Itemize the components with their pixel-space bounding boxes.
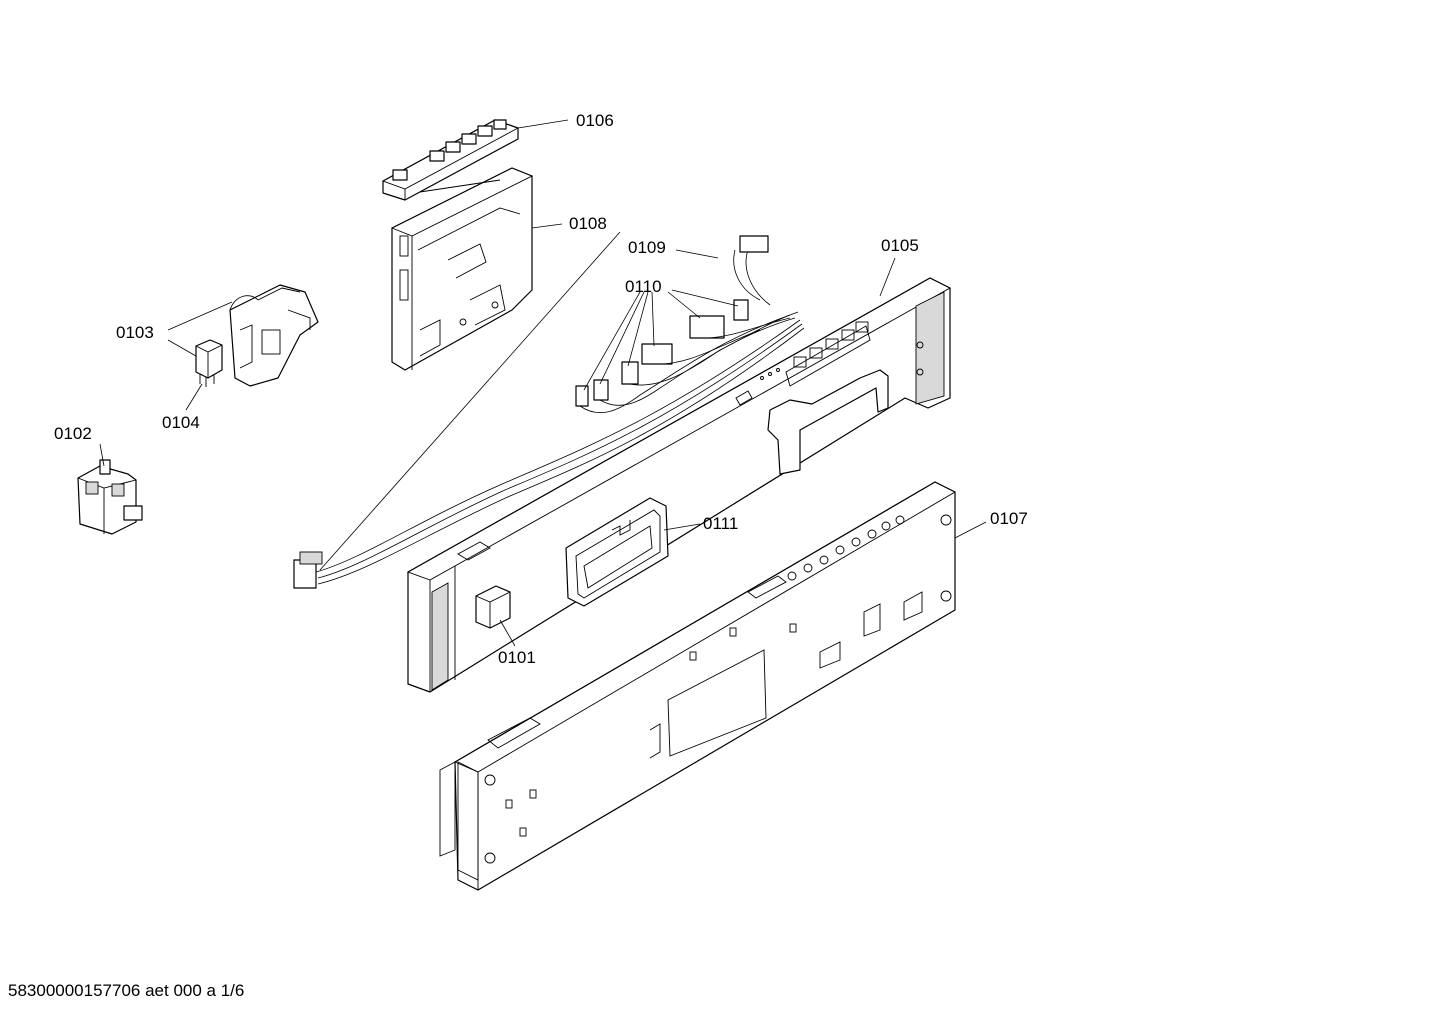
part-0104-relay [195, 339, 223, 387]
part-labels: 0106 0108 0109 0105 0110 0103 0104 0102 … [54, 111, 1028, 667]
label-0106: 0106 [576, 111, 614, 130]
label-0107: 0107 [990, 509, 1028, 528]
part-0109-cable [293, 235, 805, 589]
part-0103-door-switch [229, 284, 319, 387]
part-0108-electronic-module [390, 167, 534, 371]
drawing-code: 58300000157706 aet 000 a 1/6 [8, 981, 245, 1000]
part-0111-display-frame [565, 497, 669, 607]
part-0107-back-panel [439, 481, 956, 891]
part-0101-block [475, 585, 511, 629]
leader-lines [99, 119, 987, 647]
label-0104: 0104 [162, 413, 200, 432]
label-0108: 0108 [569, 214, 607, 233]
label-0109: 0109 [628, 238, 666, 257]
label-0103: 0103 [116, 323, 154, 342]
label-0102: 0102 [54, 424, 92, 443]
label-0111: 0111 [703, 514, 738, 533]
label-0110: 0110 [625, 277, 662, 296]
part-0106-keycap-strip [381, 119, 520, 201]
part-0105-control-panel [406, 277, 951, 693]
part-0102-switch-block [77, 459, 143, 535]
label-0101: 0101 [498, 648, 536, 667]
label-0105: 0105 [881, 236, 919, 255]
part-0110-connectors [575, 299, 799, 414]
